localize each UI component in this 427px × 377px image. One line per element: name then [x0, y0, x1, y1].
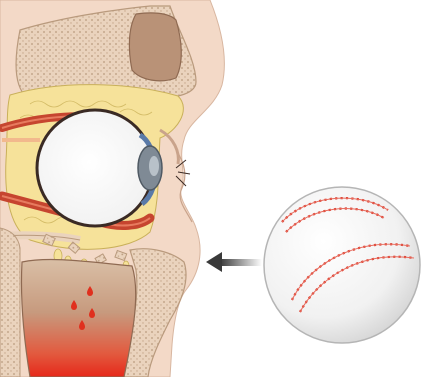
frontal-sinus — [129, 13, 181, 81]
maxillary-sinus — [21, 259, 135, 377]
impact-arrow-icon — [206, 252, 262, 272]
lens-highlight — [149, 156, 159, 176]
baseball-icon — [264, 187, 420, 343]
